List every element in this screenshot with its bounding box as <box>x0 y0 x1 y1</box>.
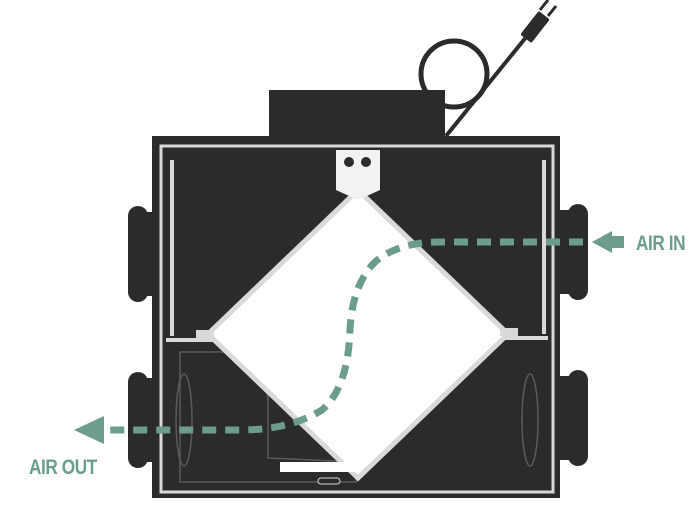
core-mount-bracket <box>336 150 380 200</box>
core-bottom-support <box>280 462 360 472</box>
electrical-box <box>269 90 445 140</box>
drain-outlet <box>318 478 340 484</box>
air-in-arrow-icon <box>592 231 624 253</box>
air-out-arrow-icon <box>74 416 104 444</box>
air-in-label: AIR IN <box>636 233 685 254</box>
air-out-label: AIR OUT <box>29 457 97 478</box>
left-core-latch <box>196 330 214 338</box>
right-core-latch <box>500 328 518 336</box>
